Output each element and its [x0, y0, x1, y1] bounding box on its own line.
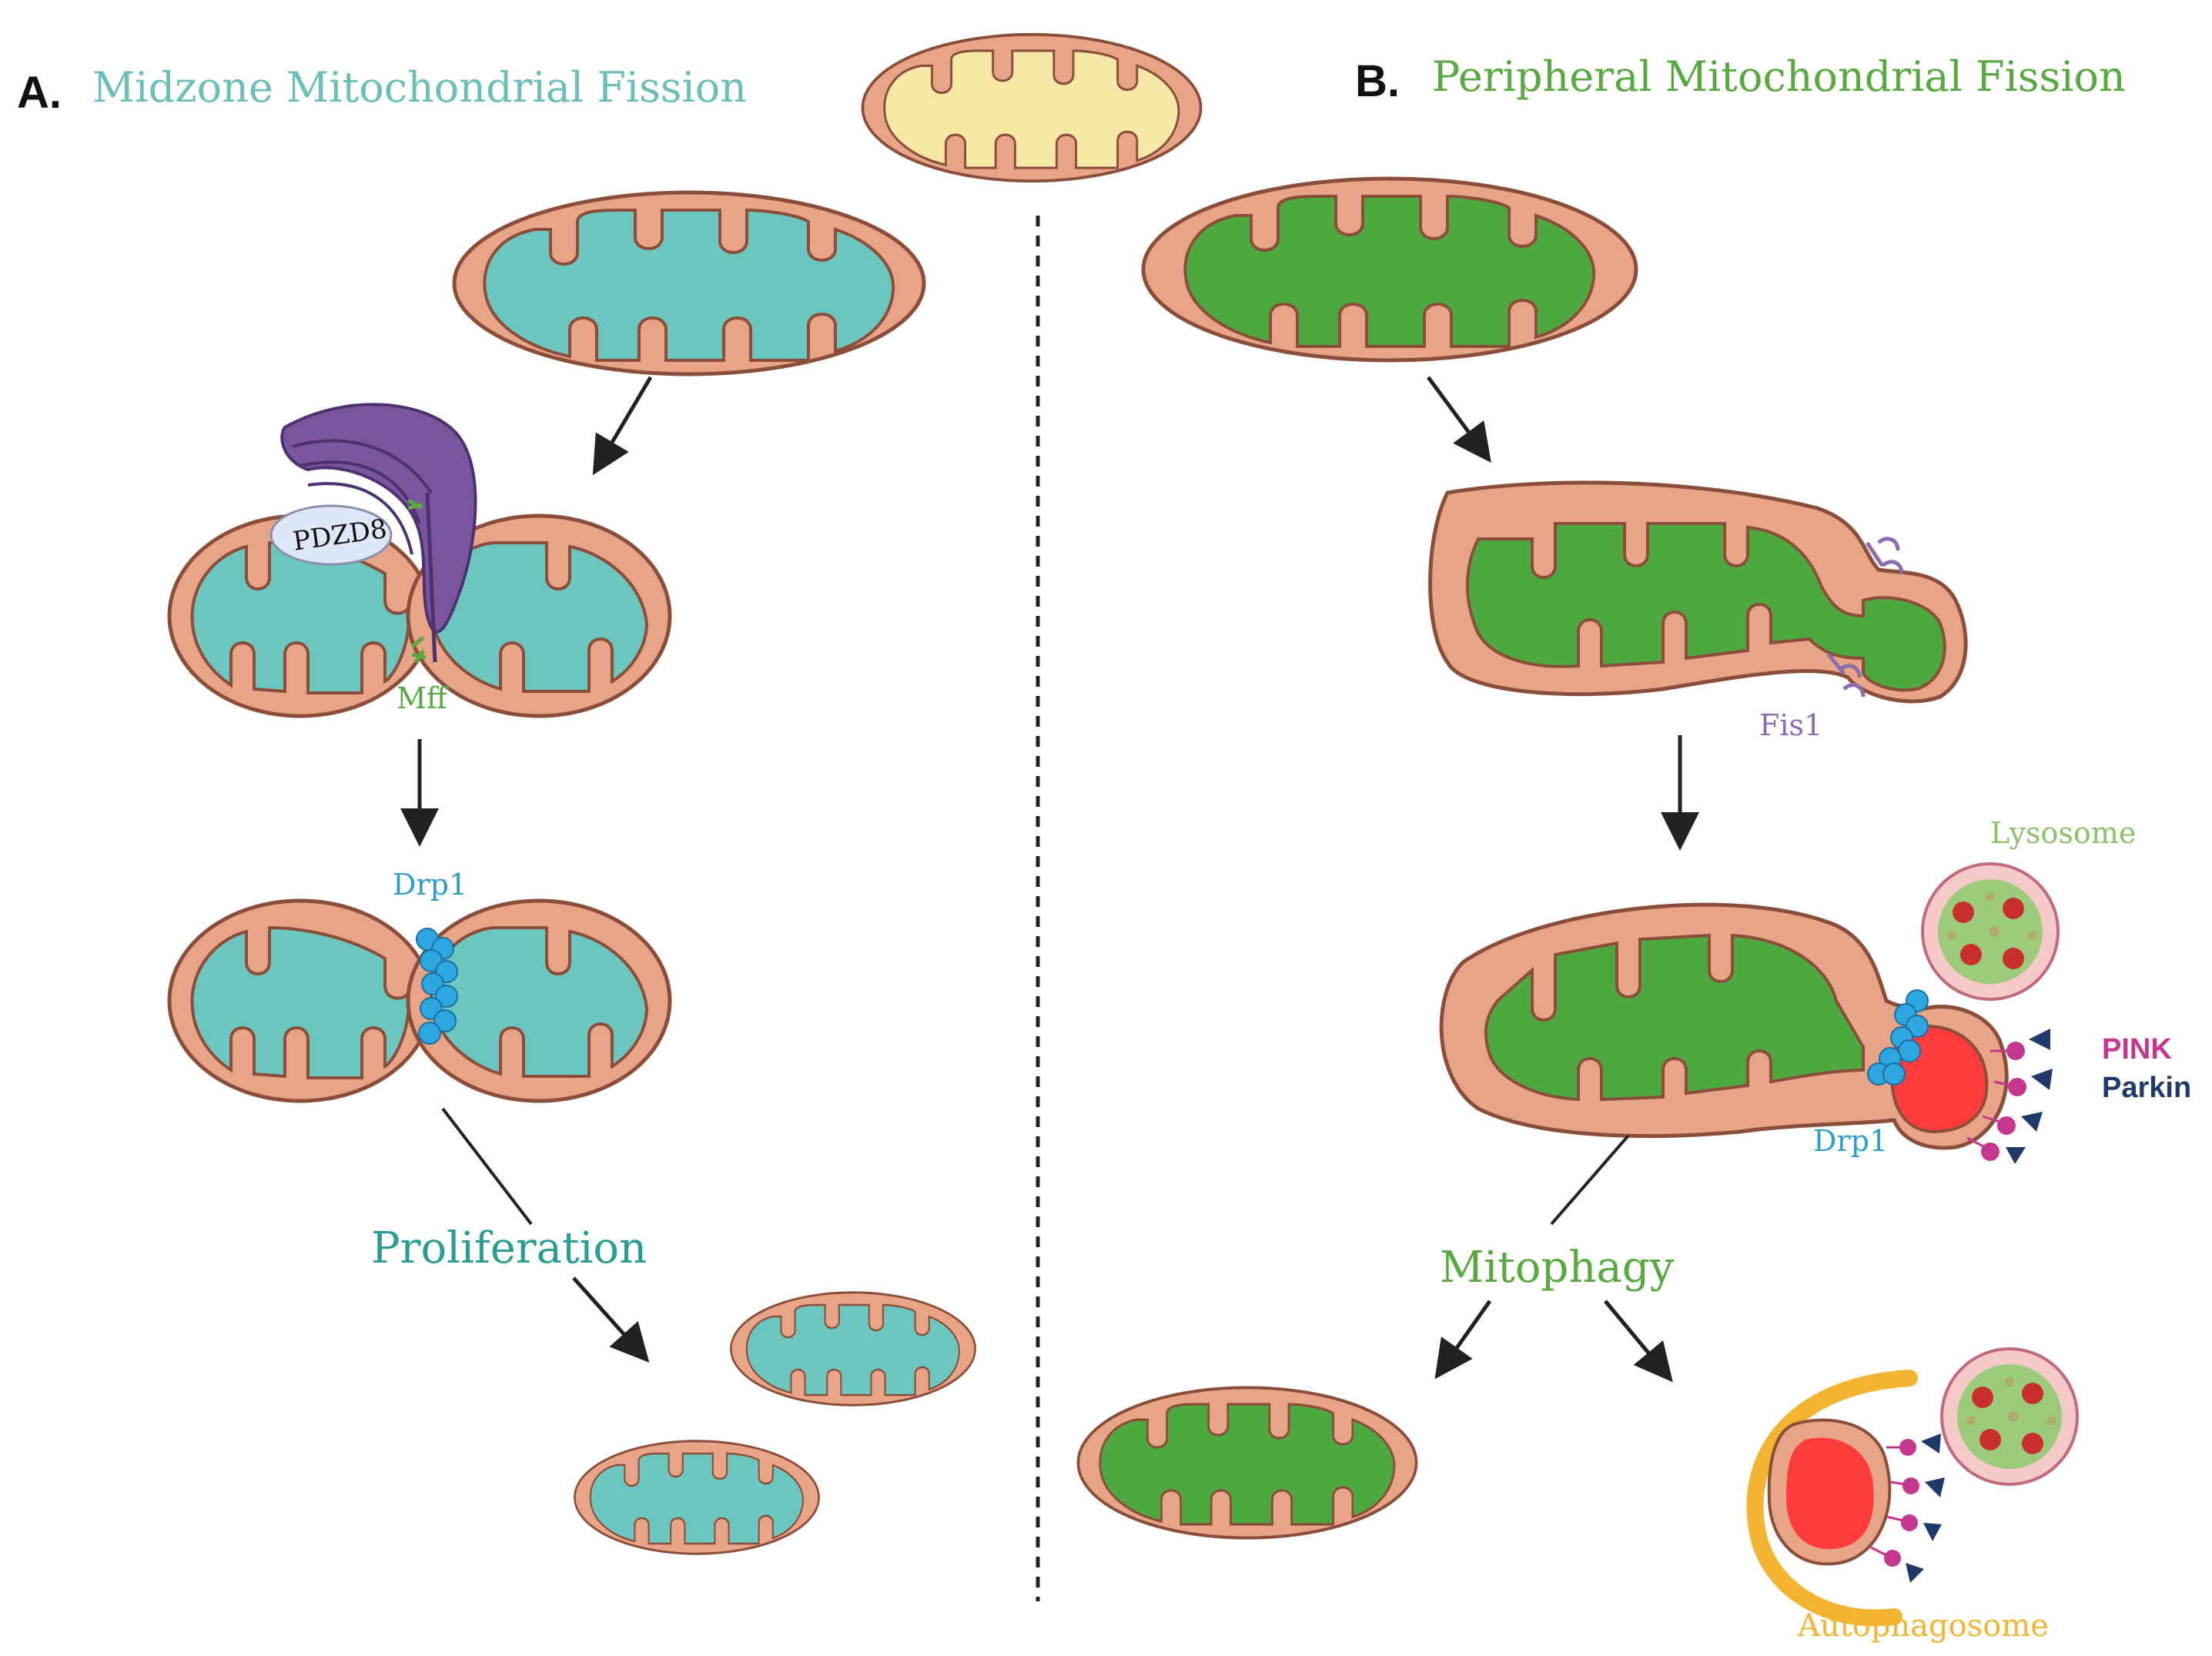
mitophagy-label: Mitophagy: [1440, 1243, 1675, 1293]
drp1-label-b: Drp1: [1813, 1124, 1888, 1158]
daughter-mitochondrion-1: [729, 1291, 977, 1407]
pdzd8-icon: PDZD8: [269, 504, 393, 566]
panel-b-letter: B.: [1355, 56, 1400, 106]
arrow-b3-line: [1550, 1134, 1630, 1226]
panel-a-letter: A.: [17, 68, 62, 118]
lysosome-label: Lysosome: [1990, 816, 2136, 850]
lysosome-icon-2: [1940, 1347, 2079, 1486]
mitochondrion-b-drp1: Drp1 PINK Parkin: [1439, 902, 2191, 1164]
healthy-mitochondrion-b: [1078, 1387, 1416, 1537]
healthy-mitochondrion-top: [861, 32, 1203, 183]
fis1-label: Fis1: [1759, 708, 1822, 742]
arrow-b3-left: [1434, 1300, 1492, 1380]
pink-parkin-icon: [1966, 1029, 2053, 1164]
lysosome-icon: [1921, 862, 2060, 1001]
arrow-b1: [1426, 376, 1491, 463]
arrow-a3-line: [441, 1107, 533, 1226]
panel-a-title: Midzone Mitochondrial Fission: [92, 63, 747, 112]
drp1-label-a: Drp1: [393, 868, 467, 902]
arrow-b3-right: [1604, 1300, 1673, 1383]
mff-icon: [407, 498, 427, 664]
autophagosome-label: Autophagosome: [1797, 1608, 2049, 1644]
pink-label: PINK: [2102, 1033, 2172, 1066]
drp1-ring-icon: [416, 928, 458, 1045]
er-icon: [280, 403, 477, 663]
mitochondrion-a-constricted: PDZD8 Mff: [167, 403, 672, 718]
drp1-ring-icon-b: [1867, 989, 1929, 1086]
mitochondrion-a-drp1: Drp1: [167, 868, 672, 1103]
mitochondrion-a-intact: [452, 190, 926, 376]
arrow-a3-head: [572, 1276, 650, 1363]
fis1-icon: [1827, 537, 1904, 698]
mff-label: Mff: [397, 681, 450, 715]
arrow-a1: [592, 376, 653, 476]
proliferation-label: Proliferation: [371, 1223, 647, 1273]
daughter-mitochondrion-2: [573, 1440, 821, 1555]
autophagosome-icon: [1746, 1370, 1945, 1627]
panel-b-title: Peripheral Mitochondrial Fission: [1432, 52, 2126, 101]
parkin-label: Parkin: [2102, 1072, 2191, 1104]
mitochondrion-b-constricted: Fis1: [1428, 480, 1968, 742]
mitochondrion-b-intact: [1141, 176, 1638, 363]
